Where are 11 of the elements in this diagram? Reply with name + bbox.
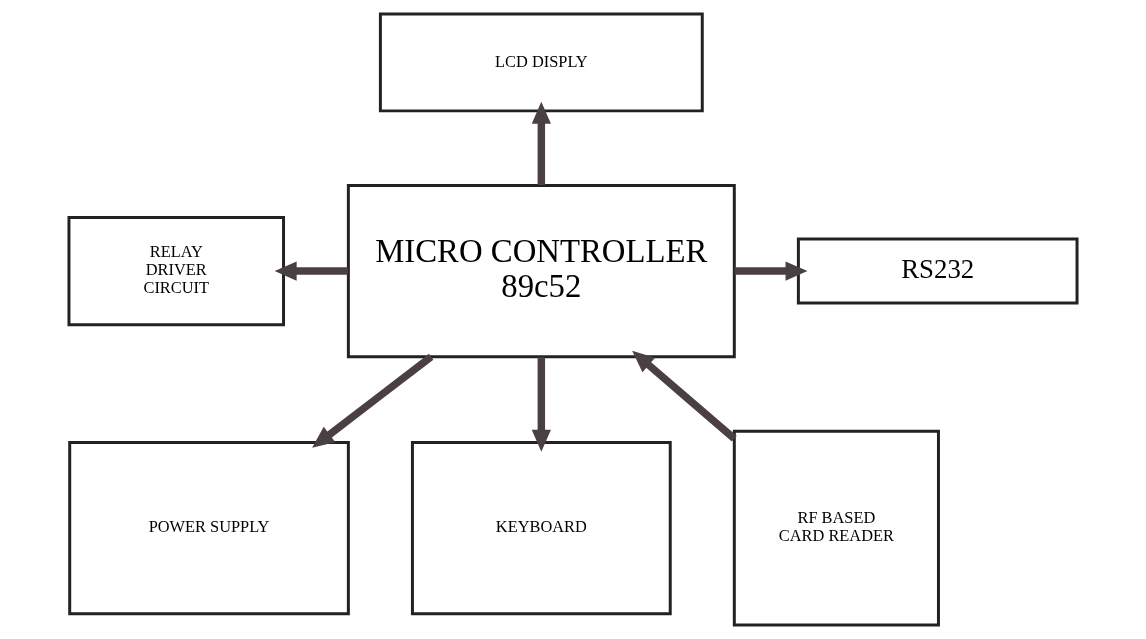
node-box: RS232 <box>796 237 1079 305</box>
node-box: LCD DISPLY <box>378 12 704 113</box>
node-box: KEYBOARD <box>410 440 672 616</box>
node-box: MICRO CONTROLLER 89c52 <box>346 183 736 359</box>
arrow <box>312 353 434 448</box>
node-box: RF BASED CARD READER <box>732 429 940 627</box>
arrow <box>632 350 737 442</box>
node-box: RELAY DRIVER CIRCUIT <box>67 215 286 327</box>
arrow <box>531 101 551 186</box>
arrow <box>274 261 349 281</box>
node-box: POWER SUPPLY <box>68 440 350 616</box>
